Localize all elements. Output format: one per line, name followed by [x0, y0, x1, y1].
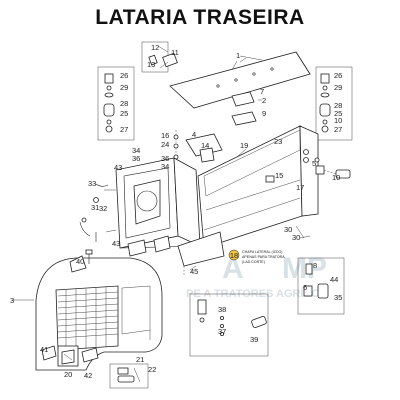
small-plate-4 [185, 133, 223, 163]
callout-10-side: 10 [332, 173, 340, 182]
callout-19: 19 [240, 141, 248, 150]
lamp-assembly [109, 363, 149, 389]
bracket-group-right-frame [297, 257, 345, 315]
callout-35: 35 [334, 293, 342, 302]
bolt-group-top [141, 41, 178, 73]
note-18-badge [228, 249, 240, 261]
bolt-lower-left [85, 249, 93, 264]
callout-6: 6 [303, 283, 307, 292]
callout-38: 38 [218, 305, 226, 314]
rear-hood-panel [35, 255, 163, 371]
callout-25: 25 [120, 109, 128, 118]
callout-5: 5 [312, 159, 316, 168]
callout-16: 16 [161, 131, 169, 140]
callout-8: 8 [313, 261, 317, 270]
callout-20: 20 [64, 370, 72, 379]
callout-30: 30 [284, 225, 292, 234]
callout-43: 43 [114, 163, 122, 172]
diagram-title: LATARIA TRASEIRA [95, 6, 305, 29]
callout-17: 17 [296, 183, 304, 192]
lower-plate [177, 231, 225, 276]
callouts: 1 2 3 4 5 6 7 8 9 10 11 12 13 14 15 16 1… [10, 43, 342, 380]
fastener-stack-right-frame [315, 66, 353, 141]
callout-42: 42 [84, 371, 92, 380]
callout-22: 22 [148, 365, 156, 374]
callout-31: 31 [91, 203, 99, 212]
callout-24: 24 [161, 140, 169, 149]
callout-27-right: 27 [334, 125, 342, 134]
watermark-letter: A [222, 252, 244, 285]
callout-29-right: 29 [334, 83, 342, 92]
callout-11: 11 [171, 48, 179, 57]
callout-14: 14 [201, 141, 209, 150]
callout-36: 36 [161, 154, 169, 163]
bracket-group-bottom-frame [189, 293, 269, 357]
callout-10: 10 [334, 116, 342, 125]
fastener-stack-left [97, 66, 135, 141]
note-18: 18 CHAPA LATERAL (IZDO) APENAS PARA TRAT… [228, 249, 285, 264]
callout-15: 15 [275, 171, 283, 180]
callout-21: 21 [136, 355, 144, 364]
callout-25-right: 25 [334, 109, 342, 118]
callout-1: 1 [236, 51, 240, 60]
note-18-number: 18 [230, 251, 238, 260]
callout-44: 44 [330, 275, 338, 284]
fastener-stack-left-frame [97, 66, 135, 141]
callout-34-left: 34 [132, 146, 140, 155]
callout-36-left: 36 [132, 154, 140, 163]
callout-28: 28 [120, 99, 128, 108]
callout-41: 41 [40, 345, 48, 354]
callout-12: 12 [151, 43, 159, 52]
note-18-line-3: (LAD.CORTE) [242, 260, 265, 264]
watermark-tagline: PE A TRATORES AGRÍCOL [186, 287, 327, 300]
callout-45: 45 [190, 267, 198, 276]
callout-28-right: 28 [334, 101, 342, 110]
bracket-group-right [297, 257, 345, 315]
rear-frame [104, 157, 201, 257]
wire-harness [79, 183, 109, 242]
callout-40: 40 [76, 257, 84, 266]
callout-29: 29 [120, 83, 128, 92]
callout-30-lower: 30 [292, 233, 300, 242]
bracket-group-bottom [189, 293, 269, 357]
watermark-tail: MP [282, 252, 327, 285]
grille-bars [57, 287, 119, 350]
watermark: A MP PE A TRATORES AGRÍCOL [186, 252, 327, 300]
callout-13: 13 [147, 60, 155, 69]
leader-lines [12, 57, 311, 340]
callout-43-lower: 43 [112, 239, 120, 248]
callout-3: 3 [10, 296, 14, 305]
callout-39: 39 [250, 335, 258, 344]
callout-4: 4 [192, 130, 196, 139]
fastener-stack-right [315, 66, 353, 141]
note-18-line-2: APENAS PARA TRATORA [242, 255, 285, 259]
callout-7: 7 [260, 87, 264, 96]
callout-26-right: 26 [334, 71, 342, 80]
callout-2: 2 [262, 96, 266, 105]
fastener-right-side [303, 149, 351, 179]
bracket-top-right [231, 91, 262, 126]
callout-27: 27 [120, 125, 128, 134]
callout-32: 32 [99, 204, 107, 213]
note-18-line-1: CHAPA LATERAL (IZDO) [242, 250, 282, 254]
callout-33: 33 [88, 179, 96, 188]
callout-37: 37 [218, 327, 226, 336]
callout-26: 26 [120, 71, 128, 80]
callout-34: 34 [161, 162, 169, 171]
fender-panel [197, 125, 319, 249]
callout-9: 9 [262, 109, 266, 118]
part-15 [265, 175, 275, 183]
tail-lights [41, 345, 99, 367]
callout-23: 23 [274, 137, 282, 146]
top-plate [169, 51, 311, 109]
